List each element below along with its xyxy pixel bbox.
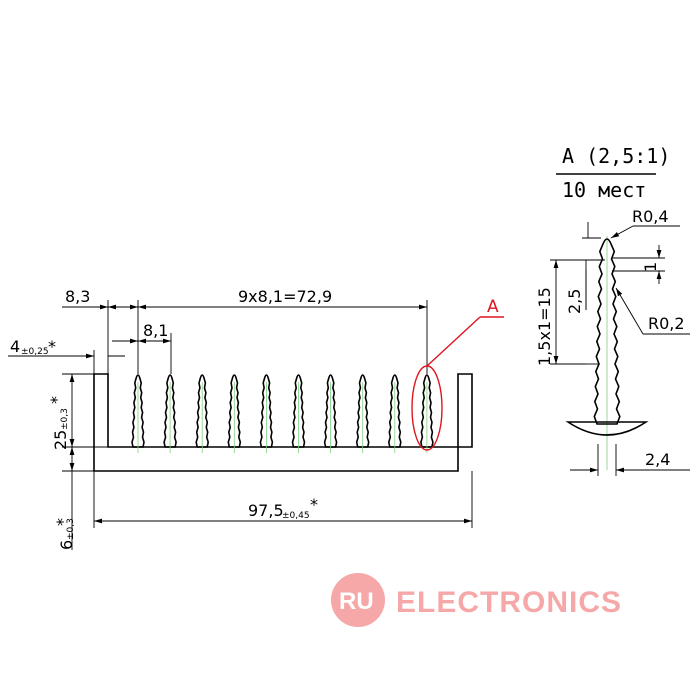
heatsink-fin bbox=[227, 374, 242, 448]
dim-fin-pitch: 8,1 bbox=[143, 321, 168, 340]
heatsink-fins bbox=[131, 374, 434, 453]
dim-base-thickness-tol: ±0,3 bbox=[66, 518, 76, 540]
heatsink-fin bbox=[291, 374, 306, 448]
watermark-brand-text: ELECTRONICS bbox=[396, 586, 622, 619]
dim-fin-height-group: 25 ±0,3 * bbox=[47, 396, 70, 450]
dimension-lines bbox=[8, 304, 472, 550]
dim-total-width-tol: ±0,45 bbox=[282, 511, 310, 521]
dim-wall-offset: 8,3 bbox=[65, 287, 90, 306]
dim-tip-step: 1 bbox=[641, 262, 660, 272]
dim-fin-base-width: 2,4 bbox=[645, 450, 670, 469]
dim-wall-thickness-tol: ±0,25 bbox=[21, 347, 49, 357]
heatsink-fin bbox=[420, 374, 434, 448]
heatsink-fin bbox=[259, 374, 274, 448]
watermark-logo-text: RU bbox=[339, 588, 374, 615]
asterisk-mark: * bbox=[48, 337, 56, 356]
heatsink-fin bbox=[323, 374, 338, 448]
dim-groove-radius: R0,2 bbox=[648, 314, 685, 333]
detail-fin-outline bbox=[593, 238, 621, 425]
dim-fin-height: 25 bbox=[51, 430, 70, 450]
dim-wall-thickness: 4 bbox=[10, 337, 20, 356]
heatsink-fin bbox=[387, 374, 402, 448]
dim-groove-span: 1,5x1=15 bbox=[535, 287, 554, 366]
callout-label: A bbox=[487, 297, 499, 317]
callout-a: A bbox=[411, 297, 504, 451]
detail-count: 10 мест bbox=[562, 178, 646, 202]
dim-total-width-group: 97,5 ±0,45 * bbox=[248, 495, 318, 521]
dim-wall-thickness-group: 4 ±0,25 * bbox=[10, 337, 56, 357]
dim-base-thickness-group: 6 ±0,3 * bbox=[53, 518, 76, 550]
detail-view: A (2,5:1) 10 мест R0,4 R0,2 2,4 1 2, bbox=[535, 144, 690, 476]
heatsink-profile bbox=[93, 373, 473, 472]
extension-lines bbox=[62, 300, 473, 528]
asterisk-mark: * bbox=[47, 396, 66, 404]
ru-logo-icon bbox=[331, 573, 385, 627]
heatsink-fin bbox=[131, 374, 145, 448]
heatsink-fin bbox=[195, 374, 210, 448]
ru-electronics-watermark: RU ELECTRONICS bbox=[331, 573, 622, 627]
dim-base-thickness: 6 bbox=[57, 540, 76, 550]
dim-total-width: 97,5 bbox=[248, 501, 284, 520]
asterisk-mark: * bbox=[310, 495, 318, 514]
heatsink-fin bbox=[163, 374, 177, 448]
asterisk-mark: * bbox=[53, 518, 72, 526]
dim-fin-height-tol: ±0,3 bbox=[60, 408, 70, 430]
dim-tip-radius: R0,4 bbox=[632, 207, 669, 226]
detail-title: A (2,5:1) bbox=[562, 144, 670, 168]
dim-groove-depth: 2,5 bbox=[565, 289, 584, 314]
heatsink-fin bbox=[355, 374, 370, 448]
dim-fin-span: 9x8,1=72,9 bbox=[238, 287, 332, 306]
